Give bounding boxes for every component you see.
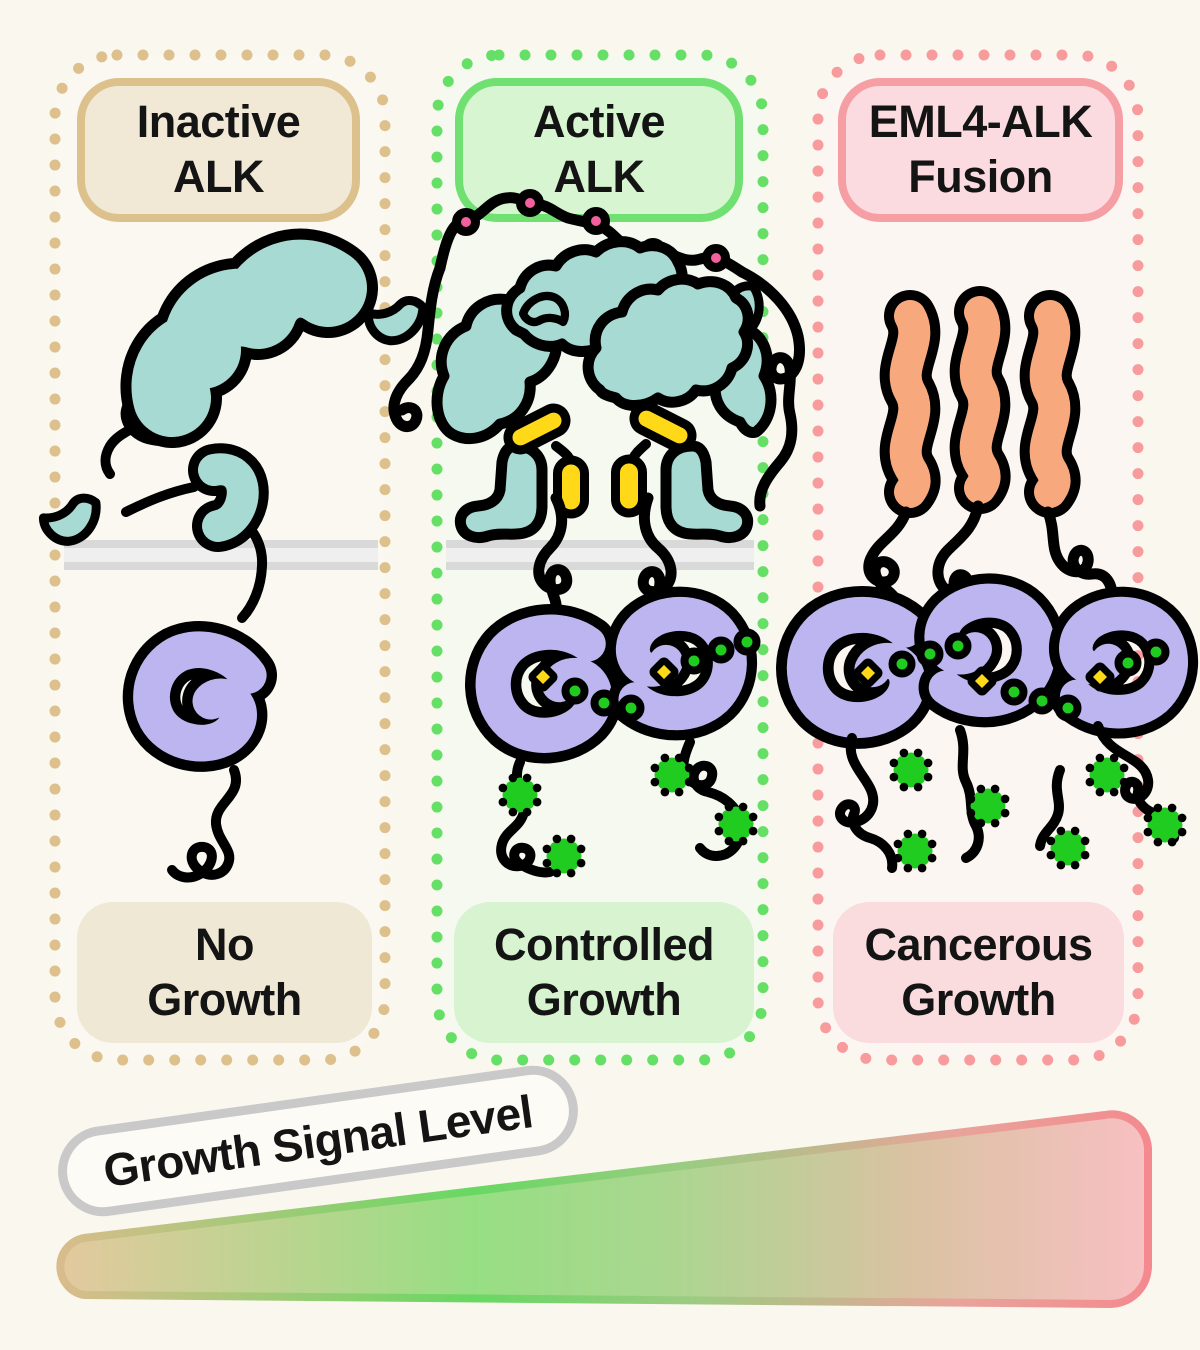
outcome-no-growth: No Growth [77, 902, 372, 1043]
outcome-line: Growth [526, 973, 682, 1025]
panel-title-line: Active [532, 96, 666, 148]
panel-active-dotted-border [431, 49, 769, 1066]
outcome-line: No [195, 918, 255, 970]
panel-title-active-alk: Active ALK [455, 78, 743, 222]
legend-label-text: Growth Signal Level [100, 1085, 536, 1197]
growth-signal-level-label: Growth Signal Level [52, 1059, 584, 1223]
panel-title-line: ALK [553, 151, 645, 202]
outcome-line: Controlled [494, 918, 714, 970]
outcome-line: Growth [147, 973, 302, 1025]
panel-title-line: Fusion [908, 151, 1053, 202]
panel-title-line: ALK [173, 151, 264, 202]
outcome-cancerous-growth: Cancerous Growth [833, 902, 1124, 1043]
outcome-line: Growth [901, 973, 1056, 1025]
outcome-line: Cancerous [864, 918, 1093, 970]
panel-inactive-dotted-border [49, 49, 391, 1066]
outcome-controlled-growth: Controlled Growth [454, 902, 754, 1043]
panel-title-eml4-alk-fusion: EML4-ALK Fusion [838, 78, 1123, 222]
panel-title-line: Inactive [136, 96, 301, 148]
panel-title-inactive-alk: Inactive ALK [77, 78, 360, 222]
panel-fusion-dotted-border [812, 49, 1144, 1066]
panel-title-line: EML4-ALK [868, 96, 1093, 148]
